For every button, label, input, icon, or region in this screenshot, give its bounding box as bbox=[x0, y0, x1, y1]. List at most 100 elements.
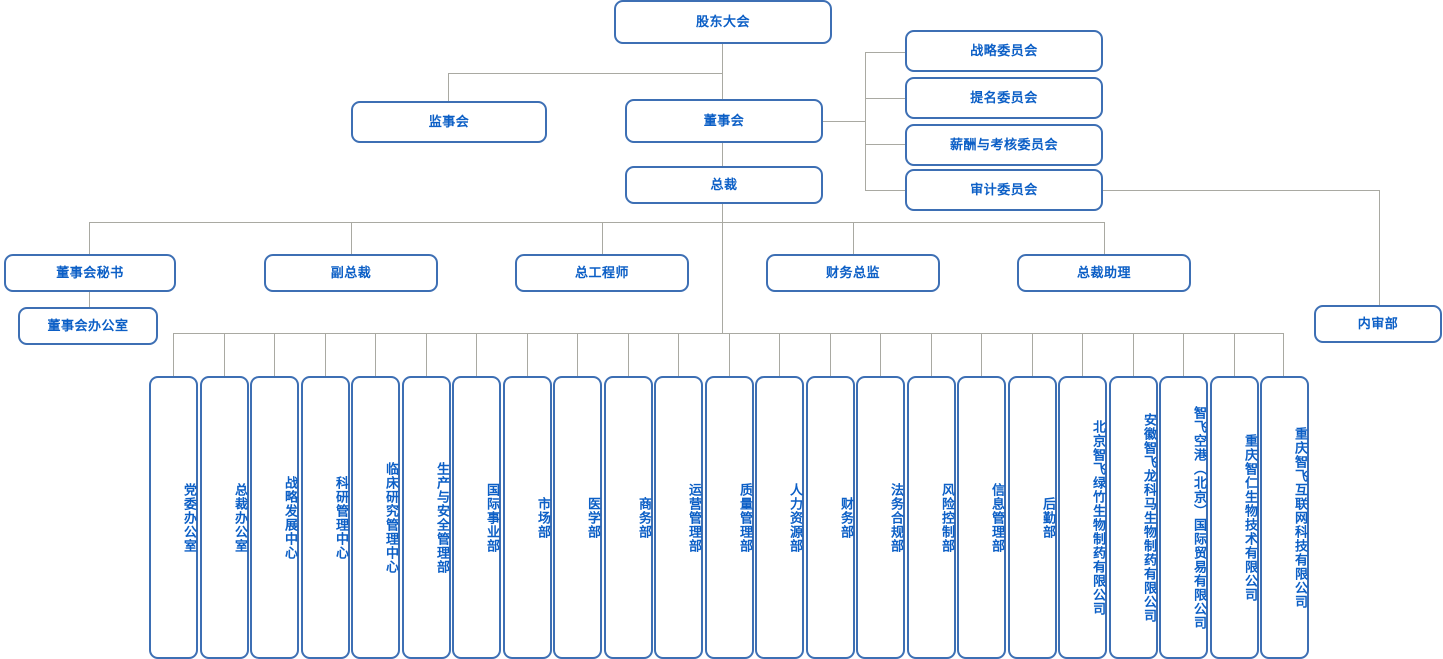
box-cfo[interactable]: 财务总监 bbox=[766, 254, 940, 292]
box-board-of-directors[interactable]: 董事会 bbox=[625, 99, 823, 143]
box-dept-research-management-center[interactable]: 科研管理中心 bbox=[301, 376, 350, 659]
box-dept-strategy-development-center[interactable]: 战略发展中心 bbox=[250, 376, 299, 659]
connector-supervisory-horizontal bbox=[448, 73, 723, 74]
box-dept-risk-control[interactable]: 风险控制部 bbox=[907, 376, 956, 659]
dept-label-23: 重庆智飞互联网科技有限公司 bbox=[1293, 426, 1308, 609]
president-label: 总裁 bbox=[710, 177, 738, 193]
dept-label-4: 科研管理中心 bbox=[334, 475, 349, 560]
box-subsidiary-beijing-zhifei-lvzhu[interactable]: 北京智飞绿竹生物制药有限公司 bbox=[1058, 376, 1107, 659]
connector-exec-1 bbox=[89, 222, 90, 254]
box-subsidiary-anhui-zhifei-longcoma[interactable]: 安徽智飞龙科马生物制药有限公司 bbox=[1109, 376, 1158, 659]
box-dept-information-management[interactable]: 信息管理部 bbox=[957, 376, 1006, 659]
connector-dept-2 bbox=[224, 333, 225, 376]
box-board-secretary[interactable]: 董事会秘书 bbox=[4, 254, 176, 292]
connector-audit-to-internal-audit bbox=[1103, 190, 1379, 191]
box-board-office[interactable]: 董事会办公室 bbox=[18, 307, 158, 345]
connector-dept-12 bbox=[729, 333, 730, 376]
connector-dept-6 bbox=[426, 333, 427, 376]
dept-label-1: 党委办公室 bbox=[182, 482, 197, 553]
connector-exec-2 bbox=[351, 222, 352, 254]
box-dept-party-committee-office[interactable]: 党委办公室 bbox=[149, 376, 198, 659]
box-dept-finance[interactable]: 财务部 bbox=[806, 376, 855, 659]
committee-audit-label: 审计委员会 bbox=[970, 182, 1038, 198]
dept-label-13: 人力资源部 bbox=[788, 482, 803, 553]
board-secretary-label: 董事会秘书 bbox=[56, 265, 124, 281]
dept-label-7: 国际事业部 bbox=[485, 482, 500, 553]
dept-label-5: 临床研究管理中心 bbox=[384, 461, 399, 574]
box-dept-logistics[interactable]: 后勤部 bbox=[1008, 376, 1057, 659]
box-vice-president[interactable]: 副总裁 bbox=[264, 254, 438, 292]
box-dept-legal-compliance[interactable]: 法务合规部 bbox=[856, 376, 905, 659]
connector-dept-14 bbox=[830, 333, 831, 376]
connector-dept-3 bbox=[274, 333, 275, 376]
board-of-directors-label: 董事会 bbox=[703, 113, 745, 129]
dept-label-9: 医学部 bbox=[586, 496, 601, 539]
connector-dept-17 bbox=[981, 333, 982, 376]
connector-committee-3 bbox=[865, 144, 905, 145]
box-dept-production-safety-management[interactable]: 生产与安全管理部 bbox=[402, 376, 451, 659]
connector-committee-spine bbox=[865, 52, 866, 190]
box-dept-medical[interactable]: 医学部 bbox=[553, 376, 602, 659]
connector-dept-7 bbox=[476, 333, 477, 376]
connector-exec-5 bbox=[1104, 222, 1105, 254]
box-dept-human-resources[interactable]: 人力资源部 bbox=[755, 376, 804, 659]
connector-president-down bbox=[722, 203, 723, 222]
dept-label-19: 北京智飞绿竹生物制药有限公司 bbox=[1091, 419, 1106, 616]
supervisory-board-label: 监事会 bbox=[428, 114, 470, 130]
box-committee-nomination[interactable]: 提名委员会 bbox=[905, 77, 1103, 119]
connector-supervisory-vertical bbox=[448, 73, 449, 101]
dept-label-11: 运营管理部 bbox=[687, 482, 702, 553]
connector-dept-5 bbox=[375, 333, 376, 376]
connector-secretary-to-office bbox=[89, 291, 90, 307]
connector-dept-1 bbox=[173, 333, 174, 376]
connector-internal-audit-vertical bbox=[1379, 190, 1380, 305]
box-president-assistant[interactable]: 总裁助理 bbox=[1017, 254, 1191, 292]
vice-president-label: 副总裁 bbox=[330, 265, 372, 281]
connector-exec-3 bbox=[602, 222, 603, 254]
connector-dept-8 bbox=[527, 333, 528, 376]
connector-dept-16 bbox=[931, 333, 932, 376]
connector-board-to-committees bbox=[823, 121, 865, 122]
box-dept-operations-management[interactable]: 运营管理部 bbox=[654, 376, 703, 659]
box-president[interactable]: 总裁 bbox=[625, 166, 823, 204]
box-subsidiary-zhifei-konggang-beijing[interactable]: 智飞空港（北京）国际贸易有限公司 bbox=[1159, 376, 1208, 659]
box-dept-marketing[interactable]: 市场部 bbox=[503, 376, 552, 659]
connector-dept-9 bbox=[577, 333, 578, 376]
box-internal-audit[interactable]: 内审部 bbox=[1314, 305, 1442, 343]
connector-shareholders-to-board bbox=[722, 44, 723, 100]
box-subsidiary-chongqing-zhiren[interactable]: 重庆智仁生物技术有限公司 bbox=[1210, 376, 1259, 659]
box-shareholders-meeting[interactable]: 股东大会 bbox=[614, 0, 832, 44]
connector-committee-2 bbox=[865, 98, 905, 99]
box-committee-audit[interactable]: 审计委员会 bbox=[905, 169, 1103, 211]
dept-label-6: 生产与安全管理部 bbox=[435, 461, 450, 574]
box-dept-president-office[interactable]: 总裁办公室 bbox=[200, 376, 249, 659]
committee-strategy-label: 战略委员会 bbox=[970, 43, 1038, 59]
connector-exec-4 bbox=[853, 222, 854, 254]
dept-label-18: 后勤部 bbox=[1041, 496, 1056, 539]
board-office-label: 董事会办公室 bbox=[47, 318, 129, 334]
box-committee-remuneration[interactable]: 薪酬与考核委员会 bbox=[905, 124, 1103, 166]
dept-label-17: 信息管理部 bbox=[990, 482, 1005, 553]
box-supervisory-board[interactable]: 监事会 bbox=[351, 101, 547, 143]
connector-dept-18 bbox=[1032, 333, 1033, 376]
shareholders-meeting-label: 股东大会 bbox=[695, 14, 750, 30]
box-dept-international-business[interactable]: 国际事业部 bbox=[452, 376, 501, 659]
box-subsidiary-chongqing-zhifei-internet[interactable]: 重庆智飞互联网科技有限公司 bbox=[1260, 376, 1309, 659]
box-chief-engineer[interactable]: 总工程师 bbox=[515, 254, 689, 292]
connector-dept-21 bbox=[1183, 333, 1184, 376]
connector-committee-1 bbox=[865, 52, 905, 53]
dept-label-8: 市场部 bbox=[536, 496, 551, 539]
dept-label-3: 战略发展中心 bbox=[283, 475, 298, 560]
box-dept-clinical-research-management-center[interactable]: 临床研究管理中心 bbox=[351, 376, 400, 659]
box-dept-quality-management[interactable]: 质量管理部 bbox=[705, 376, 754, 659]
dept-label-2: 总裁办公室 bbox=[233, 482, 248, 553]
dept-label-22: 重庆智仁生物技术有限公司 bbox=[1243, 433, 1258, 602]
connector-dept-23 bbox=[1283, 333, 1284, 376]
connector-dept-22 bbox=[1234, 333, 1235, 376]
connector-executive-spine bbox=[89, 222, 1105, 223]
connector-board-to-president bbox=[722, 143, 723, 168]
box-dept-business[interactable]: 商务部 bbox=[604, 376, 653, 659]
box-committee-strategy[interactable]: 战略委员会 bbox=[905, 30, 1103, 72]
internal-audit-label: 内审部 bbox=[1357, 316, 1399, 332]
connector-president-to-departments bbox=[722, 222, 723, 333]
